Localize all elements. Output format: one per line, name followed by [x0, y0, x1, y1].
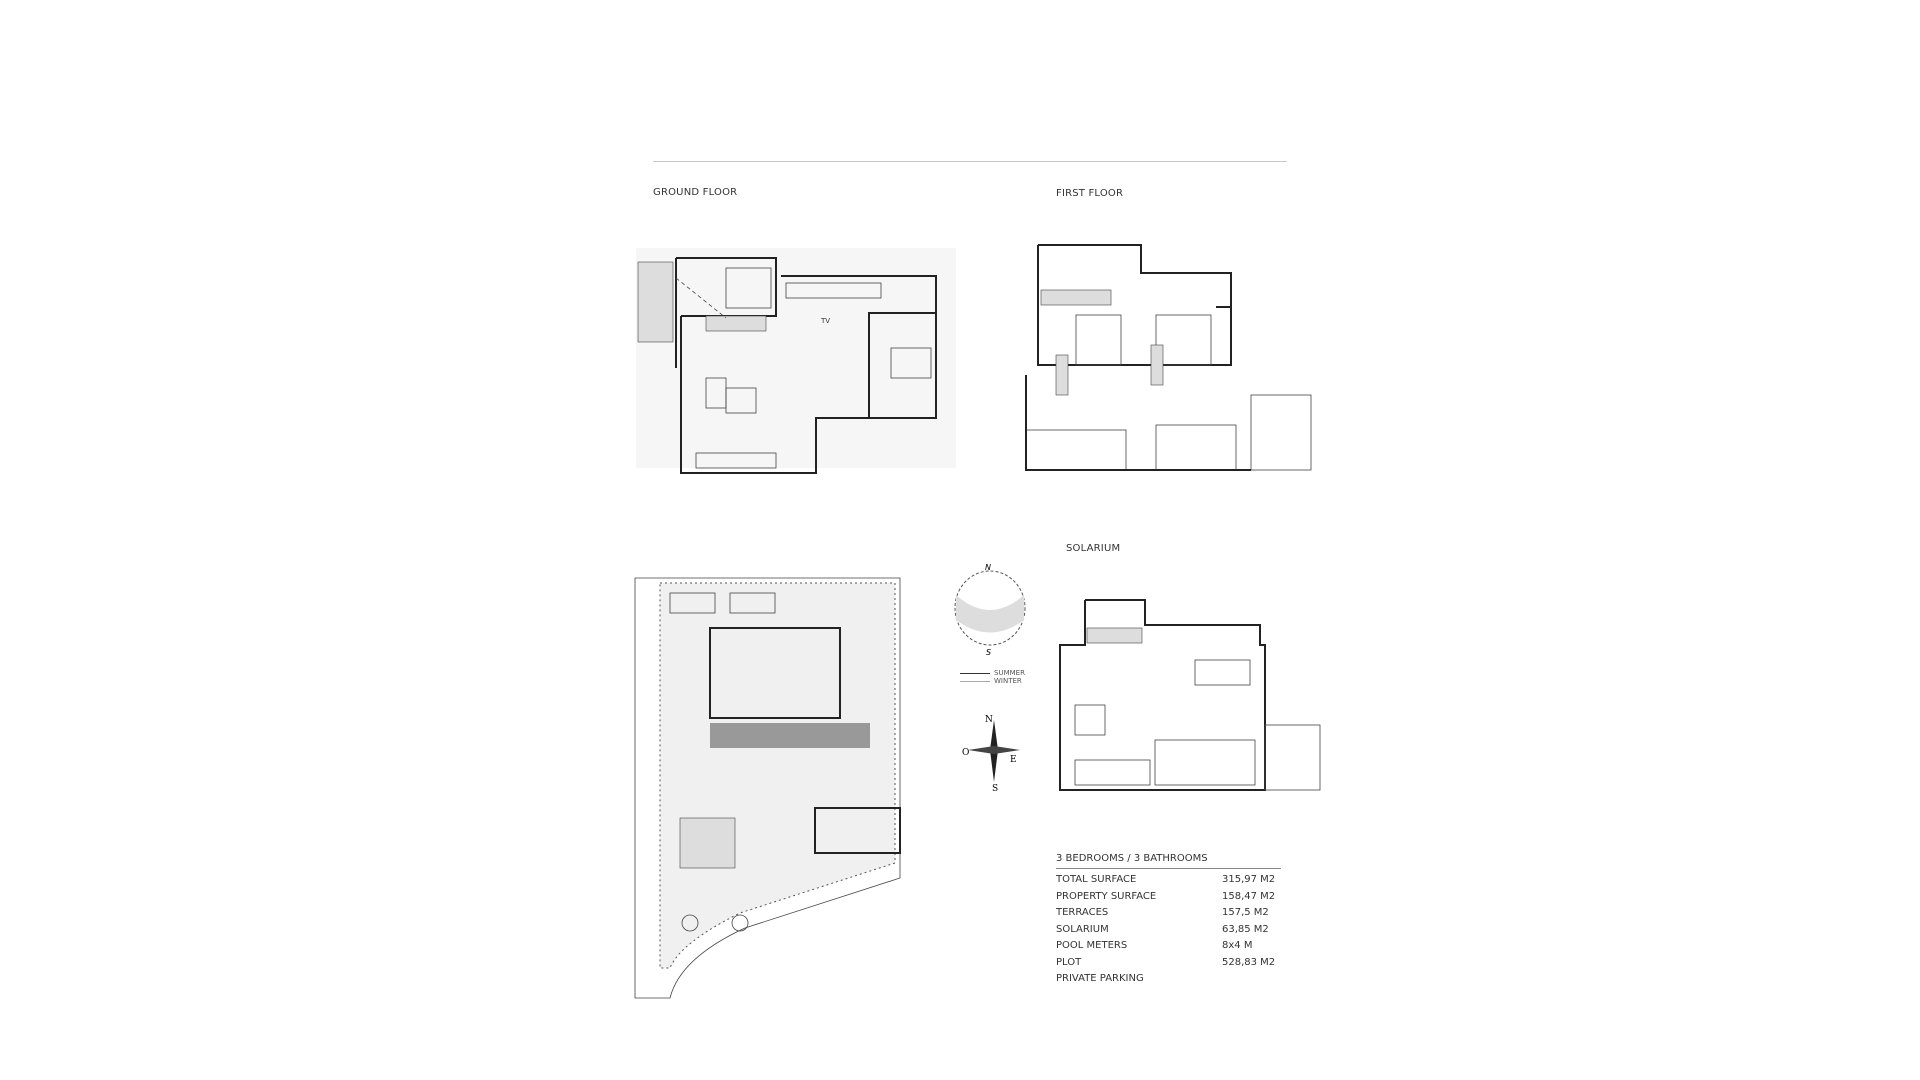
specs-table: 3 BEDROOMS / 3 BATHROOMS TOTAL SURFACE 31… — [1056, 853, 1281, 990]
spec-value: 528,83 M2 — [1222, 956, 1276, 968]
sun-legend: SUMMER WINTER — [960, 669, 1025, 685]
sun-south-label: S — [986, 648, 991, 657]
spec-label: PRIVATE PARKING — [1056, 973, 1144, 984]
legend-winter: WINTER — [994, 677, 1022, 685]
spec-row: TERRACES 157,5 M2 — [1056, 907, 1281, 924]
compass-o: O — [962, 748, 969, 758]
spec-label: POOL METERS — [1056, 940, 1128, 951]
compass-rose: N E S O — [962, 715, 1020, 794]
ground-floor-title: GROUND FLOOR — [653, 187, 738, 198]
compass-s: S — [992, 784, 998, 794]
spec-label: SOLARIUM — [1056, 923, 1109, 935]
spec-label: PROPERTY SURFACE — [1056, 890, 1157, 902]
spec-row: SOLARIUM 63,85 M2 — [1056, 924, 1281, 941]
spec-value: 157,5 M2 — [1222, 907, 1269, 918]
sun-north-label: N — [985, 563, 991, 572]
spec-row: TOTAL SURFACE 315,97 M2 — [1056, 874, 1281, 891]
legend-summer: SUMMER — [994, 669, 1025, 677]
spec-value: 158,47 M2 — [1222, 890, 1276, 902]
site-plan — [634, 577, 901, 999]
spec-row: PLOT 528,83 M2 — [1056, 957, 1281, 974]
spec-label: TOTAL SURFACE — [1056, 874, 1137, 885]
spec-value: 8x4 M — [1222, 940, 1253, 951]
spec-value: 315,97 M2 — [1222, 874, 1276, 885]
spec-row: PRIVATE PARKING — [1056, 973, 1281, 990]
compass-n: N — [985, 715, 993, 725]
spec-row: PROPERTY SURFACE 158,47 M2 — [1056, 891, 1281, 908]
spec-value: 63,85 M2 — [1222, 923, 1269, 935]
first-floor-title: FIRST FLOOR — [1056, 188, 1124, 199]
specs-header: 3 BEDROOMS / 3 BATHROOMS — [1056, 853, 1281, 869]
spec-label: TERRACES — [1056, 907, 1109, 918]
sun-path-diagram: N S — [954, 563, 1026, 657]
solarium-title: SOLARIUM — [1066, 543, 1121, 554]
first-floor-plan — [1025, 244, 1312, 471]
tv-label: TV — [820, 317, 830, 325]
compass-e: E — [1010, 755, 1017, 765]
top-divider — [653, 161, 1287, 162]
spec-row: POOL METERS 8x4 M — [1056, 940, 1281, 957]
solarium-plan — [1059, 599, 1321, 791]
ground-floor-plan: TV — [636, 248, 956, 474]
spec-label: PLOT — [1056, 956, 1082, 968]
